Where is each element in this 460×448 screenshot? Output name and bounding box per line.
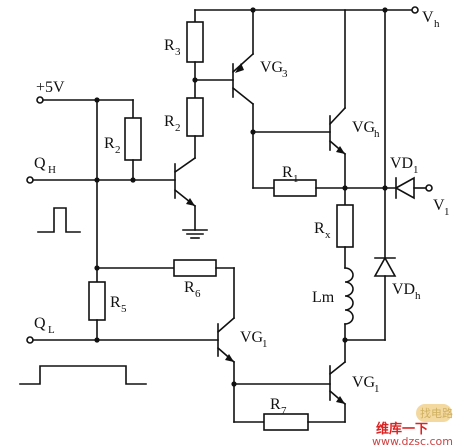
watermark-url: www.dzsc.com	[372, 435, 453, 448]
r5-label: R	[110, 294, 121, 311]
r3-label-sub: 3	[175, 46, 181, 58]
vh-label: V	[422, 9, 434, 26]
vgh-label: VG	[352, 119, 376, 136]
ql-input	[26, 336, 219, 344]
r2-left-label-sub: 2	[115, 144, 121, 156]
ground-icon	[182, 229, 208, 239]
vh-label-sub: h	[434, 18, 440, 30]
qh-input	[26, 176, 176, 184]
vg1-right-label-sub: 1	[374, 383, 380, 395]
transistor-qh-driver	[173, 156, 197, 231]
vg1-left-label: VG	[240, 329, 264, 346]
resistor-r5	[88, 281, 106, 343]
plus5v-label: +5V	[36, 79, 65, 96]
vd1-label: VD	[390, 155, 413, 172]
watermark-badge: 找电路	[420, 406, 453, 420]
qh-pulse-icon	[37, 207, 81, 233]
r7-label-sub: 7	[281, 405, 287, 417]
rx-label: R	[314, 220, 325, 237]
transistor-vgh	[328, 9, 347, 189]
rx-label-sub: x	[325, 229, 331, 241]
inductor-lm	[344, 267, 354, 341]
watermark: 找电路 维库一下 www.dzsc.com	[372, 404, 453, 448]
vgh-label-sub: h	[374, 128, 380, 140]
vg1-left-label-sub: 1	[262, 338, 268, 350]
vd1-label-sub: 1	[413, 164, 419, 176]
r1-label-sub: 1	[293, 173, 299, 185]
qh-label-sub: H	[48, 164, 56, 176]
vg1-right-label: VG	[352, 374, 376, 391]
resistor-r7	[233, 383, 346, 431]
diode-vd1	[394, 176, 433, 200]
watermark-brand: 维库一下	[376, 421, 428, 437]
transistor-vg1-left	[216, 267, 236, 385]
r2-center-label: R	[164, 113, 175, 130]
r5-label-sub: 5	[121, 303, 127, 315]
r2-center-label-sub: 2	[175, 122, 181, 134]
v1-label: V	[433, 197, 445, 214]
ql-label-sub: L	[48, 324, 55, 336]
vh-rail	[194, 6, 419, 14]
resistor-r1	[252, 131, 346, 197]
transistor-vg1-right	[328, 339, 347, 423]
r6-label: R	[184, 279, 195, 296]
resistor-r6	[96, 259, 235, 277]
vg3-label-sub: 3	[282, 68, 288, 80]
r1-label: R	[282, 164, 293, 181]
r2-left-label: R	[104, 135, 115, 152]
lm-label: Lm	[312, 289, 335, 306]
resistor-rx	[336, 187, 354, 269]
vdh-label-sub: h	[415, 290, 421, 302]
vdh-rail	[342, 9, 397, 343]
vg3-label: VG	[260, 59, 284, 76]
r6-label-sub: 6	[195, 288, 201, 300]
transistor-vg3	[231, 9, 255, 133]
r3-label: R	[164, 37, 175, 54]
r7-label: R	[270, 396, 281, 413]
qh-label: Q	[34, 155, 46, 172]
v1-label-sub: 1	[444, 206, 450, 218]
vdh-label: VD	[392, 281, 415, 298]
ql-label: Q	[34, 315, 46, 332]
resistor-r3	[186, 9, 204, 81]
ql-pulse-icon	[19, 365, 147, 385]
resistor-r2-center	[186, 79, 204, 159]
